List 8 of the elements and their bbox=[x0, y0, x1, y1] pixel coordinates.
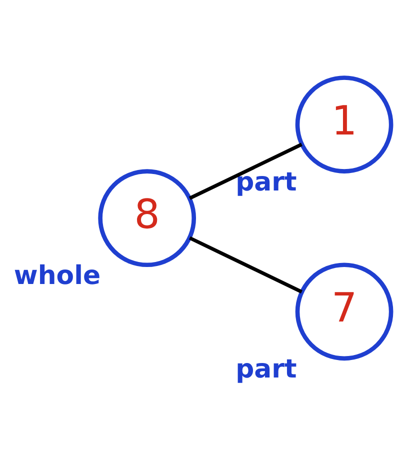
node-label: part bbox=[236, 354, 297, 385]
connector bbox=[188, 236, 302, 294]
node-label: part bbox=[236, 168, 297, 198]
connector bbox=[188, 142, 302, 200]
node-circle: 8 bbox=[98, 169, 196, 268]
node-label: whole bbox=[14, 261, 101, 292]
node-circle: 7 bbox=[295, 262, 394, 361]
node-circle: 1 bbox=[295, 76, 394, 174]
